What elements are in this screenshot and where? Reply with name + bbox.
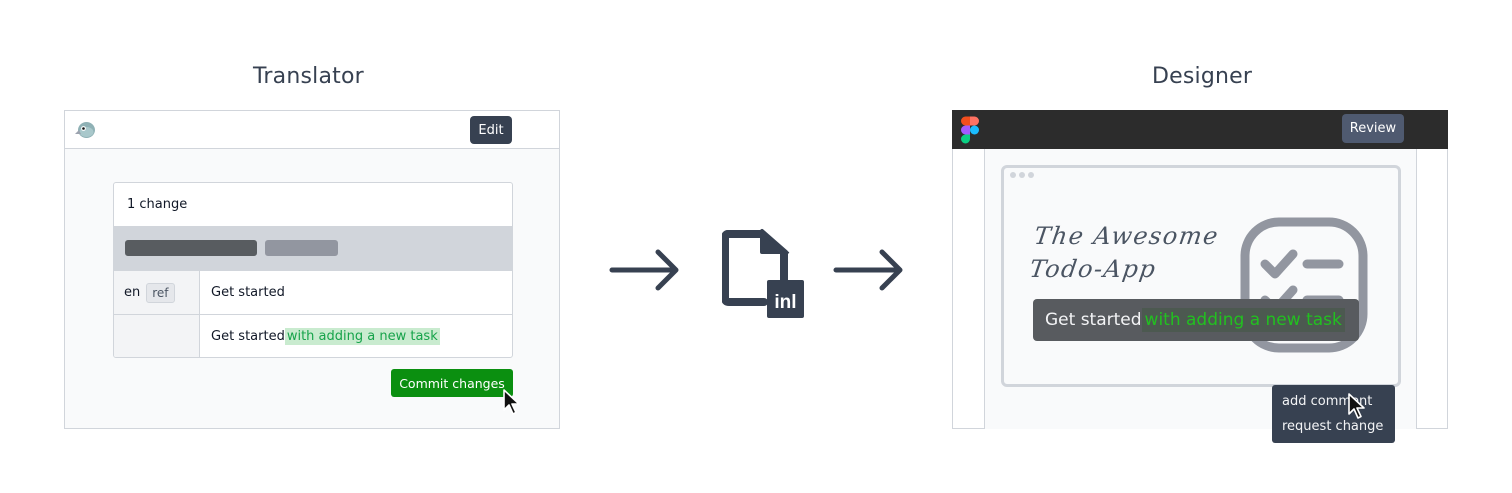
headline-line: The Awesome [1032, 222, 1221, 250]
menu-item-add-comment[interactable]: add comment [1282, 394, 1373, 409]
skeleton-block [265, 240, 338, 256]
added-text-highlight: with adding a new task [284, 328, 440, 345]
commit-changes-button[interactable]: Commit changes [391, 369, 513, 397]
ref-badge: ref [146, 282, 175, 303]
edit-button[interactable]: Edit [470, 116, 512, 144]
translator-header: Edit [65, 111, 559, 149]
language-cell: en ref [114, 271, 200, 314]
arrow-right-icon [609, 249, 679, 291]
translator-title: Translator [253, 64, 364, 89]
text-content: Get started [211, 329, 285, 344]
review-button[interactable]: Review [1342, 114, 1404, 143]
text-content: Get started [211, 285, 285, 300]
placeholder-bar [114, 226, 512, 270]
change-count: 1 change [127, 197, 188, 212]
menu-item-request-change[interactable]: request change [1282, 419, 1384, 434]
arrow-right-icon [833, 249, 903, 291]
skeleton-block [125, 240, 257, 256]
design-canvas: The Awesome Todo-App Get started with ad… [984, 149, 1417, 443]
bird-logo-icon [75, 122, 95, 138]
reference-text[interactable]: Get started [200, 271, 512, 314]
app-frame: The Awesome Todo-App Get started with ad… [1001, 165, 1401, 387]
mouse-cursor-icon [1348, 393, 1365, 419]
language-code: en [124, 285, 141, 300]
table-row: en ref Get started [114, 270, 512, 314]
designer-header: Review [952, 110, 1448, 149]
window-dots [1010, 172, 1034, 178]
mouse-cursor-icon [503, 389, 520, 415]
headline-line: Todo-App [1027, 255, 1159, 283]
file-icon: inl [722, 229, 804, 318]
designer-title: Designer [1152, 64, 1253, 89]
language-cell [114, 315, 200, 357]
app-headline: The Awesome Todo-App [1027, 220, 1221, 286]
context-menu: add comment request change [1272, 385, 1395, 443]
file-badge-label: inl [774, 292, 796, 313]
figma-logo-icon [961, 116, 979, 144]
designer-window: Review The Awesome Todo-App Get started … [952, 110, 1448, 443]
translator-window: Edit 1 change en ref Get started Get sta… [64, 110, 560, 429]
overlay-added-text: with adding a new task [1141, 308, 1345, 332]
translation-overlay[interactable]: Get started with adding a new task [1033, 299, 1359, 341]
overlay-text: Get started [1045, 310, 1142, 330]
